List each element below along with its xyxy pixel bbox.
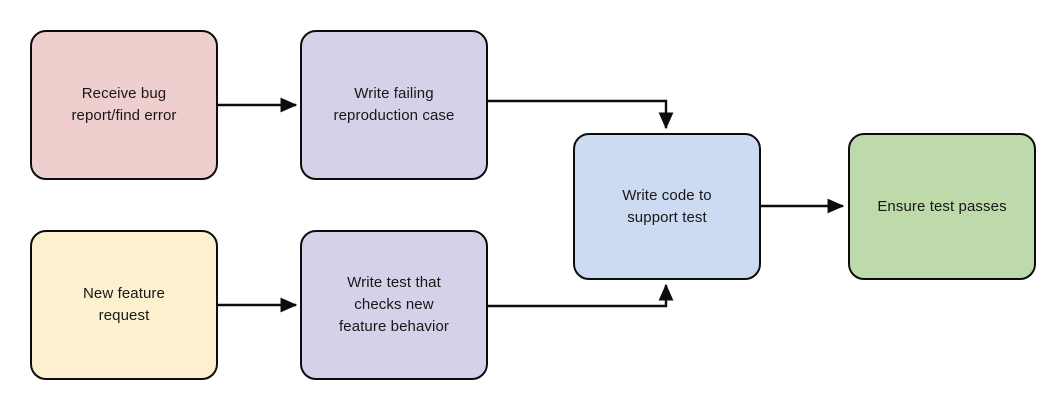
- node-label: Write test that checks new feature behav…: [338, 274, 449, 335]
- node-label: Write failing reproduction case: [333, 85, 455, 124]
- node-new-feature-request[interactable]: New feature request: [30, 230, 218, 380]
- node-label: New feature request: [83, 285, 165, 324]
- node-label: Write code to support test: [622, 186, 712, 226]
- node-write-code-to-support-test[interactable]: Write code to support test: [573, 133, 761, 280]
- node-receive-bug-report[interactable]: Receive bug report/find error: [30, 30, 218, 180]
- edge-repro-to-code: [488, 99, 674, 130]
- node-write-test-checks-new-feature[interactable]: Write test that checks new feature behav…: [300, 230, 488, 380]
- node-ensure-test-passes[interactable]: Ensure test passes: [848, 133, 1036, 280]
- node-label: Ensure test passes: [877, 197, 1007, 215]
- node-label: Receive bug report/find error: [71, 85, 177, 124]
- edge-test-to-code: [488, 283, 674, 308]
- node-write-failing-reproduction-case[interactable]: Write failing reproduction case: [300, 30, 488, 180]
